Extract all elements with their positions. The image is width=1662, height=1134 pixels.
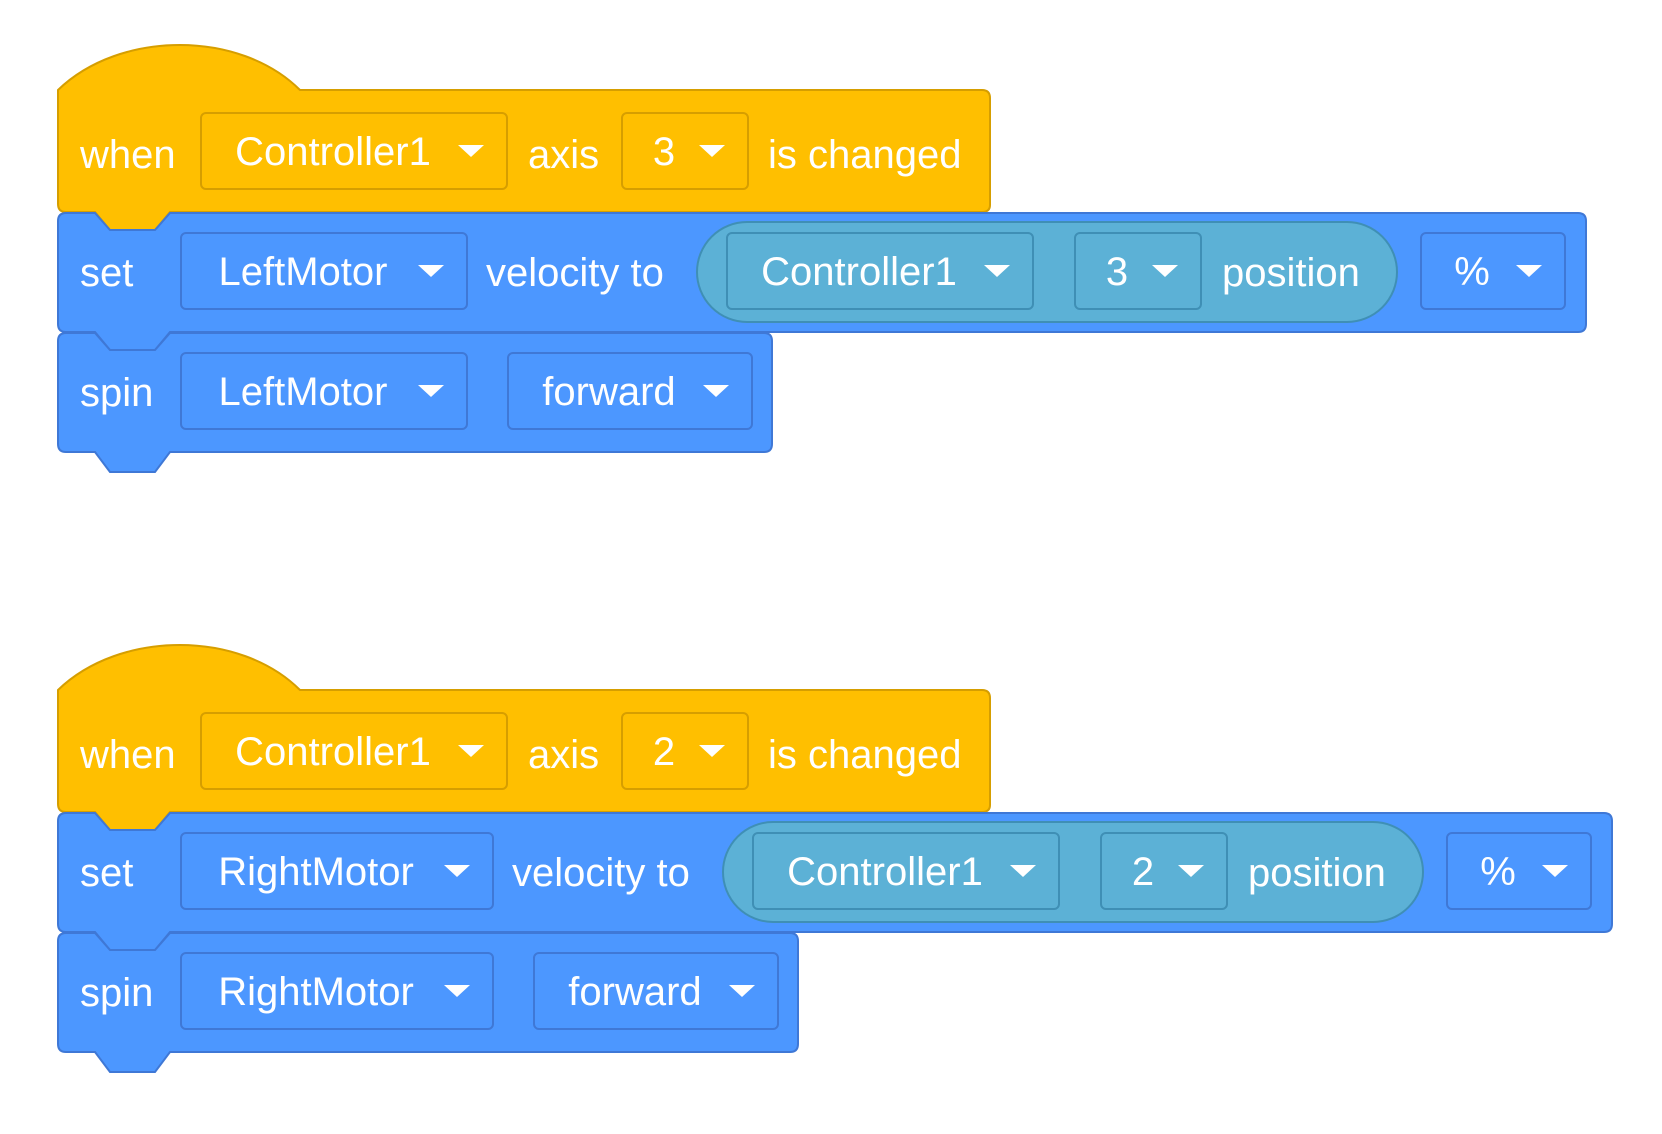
spin-motor-value: LeftMotor xyxy=(218,370,388,414)
set-label: set xyxy=(80,251,134,295)
reporter-controller-value: Controller1 xyxy=(761,250,957,294)
chevron-down-icon xyxy=(458,145,484,157)
reporter-controller-dropdown[interactable]: Controller1 xyxy=(726,232,1034,310)
chevron-down-icon xyxy=(1516,265,1542,277)
axis-dropdown-value: 3 xyxy=(652,130,676,174)
axis-label: axis xyxy=(528,133,600,177)
unit-dropdown[interactable]: % xyxy=(1446,832,1592,910)
reporter-axis-value: 3 xyxy=(1105,250,1129,294)
motor-dropdown[interactable]: RightMotor xyxy=(180,832,494,910)
reporter-axis-dropdown[interactable]: 3 xyxy=(1074,232,1202,310)
spin-label: spin xyxy=(80,371,154,415)
chevron-down-icon xyxy=(699,745,725,757)
unit-dropdown[interactable]: % xyxy=(1420,232,1566,310)
chevron-down-icon xyxy=(1152,265,1178,277)
spin-motor-dropdown[interactable]: RightMotor xyxy=(180,952,494,1030)
chevron-down-icon xyxy=(1542,865,1568,877)
chevron-down-icon xyxy=(703,385,729,397)
chevron-down-icon xyxy=(418,385,444,397)
axis-dropdown-value: 2 xyxy=(652,730,676,774)
reporter-axis-value: 2 xyxy=(1131,850,1155,894)
reporter-controller-value: Controller1 xyxy=(787,850,983,894)
direction-dropdown[interactable]: forward xyxy=(533,952,779,1030)
axis-dropdown[interactable]: 3 xyxy=(621,112,749,190)
is-changed-label: is changed xyxy=(768,733,962,777)
chevron-down-icon xyxy=(1010,865,1036,877)
chevron-down-icon xyxy=(444,985,470,997)
controller-dropdown-value: Controller1 xyxy=(235,730,431,774)
direction-dropdown[interactable]: forward xyxy=(507,352,753,430)
reporter-axis-dropdown[interactable]: 2 xyxy=(1100,832,1228,910)
motor-dropdown-value: LeftMotor xyxy=(218,250,388,294)
unit-dropdown-value: % xyxy=(1480,850,1516,894)
axis-label: axis xyxy=(528,733,600,777)
unit-dropdown-value: % xyxy=(1454,250,1490,294)
when-label: when xyxy=(80,133,176,177)
chevron-down-icon xyxy=(458,745,484,757)
direction-dropdown-value: forward xyxy=(542,370,676,414)
controller-dropdown[interactable]: Controller1 xyxy=(200,712,508,790)
chevron-down-icon xyxy=(418,265,444,277)
direction-dropdown-value: forward xyxy=(568,970,702,1014)
spin-label: spin xyxy=(80,971,154,1015)
position-label: position xyxy=(1222,251,1360,295)
chevron-down-icon xyxy=(444,865,470,877)
when-label: when xyxy=(80,733,176,777)
script-left-motor: when Controller1 axis 3 is changed set L… xyxy=(0,0,1662,500)
velocity-to-label: velocity to xyxy=(512,851,690,895)
chevron-down-icon xyxy=(729,985,755,997)
position-label: position xyxy=(1248,851,1386,895)
set-label: set xyxy=(80,851,134,895)
is-changed-label: is changed xyxy=(768,133,962,177)
controller-dropdown-value: Controller1 xyxy=(235,130,431,174)
motor-dropdown[interactable]: LeftMotor xyxy=(180,232,468,310)
script-right-motor: when Controller1 axis 2 is changed set R… xyxy=(0,600,1662,1100)
controller-dropdown[interactable]: Controller1 xyxy=(200,112,508,190)
spin-motor-dropdown[interactable]: LeftMotor xyxy=(180,352,468,430)
spin-motor-value: RightMotor xyxy=(218,970,414,1014)
chevron-down-icon xyxy=(1178,865,1204,877)
chevron-down-icon xyxy=(699,145,725,157)
axis-dropdown[interactable]: 2 xyxy=(621,712,749,790)
chevron-down-icon xyxy=(984,265,1010,277)
velocity-to-label: velocity to xyxy=(486,251,664,295)
motor-dropdown-value: RightMotor xyxy=(218,850,414,894)
reporter-controller-dropdown[interactable]: Controller1 xyxy=(752,832,1060,910)
